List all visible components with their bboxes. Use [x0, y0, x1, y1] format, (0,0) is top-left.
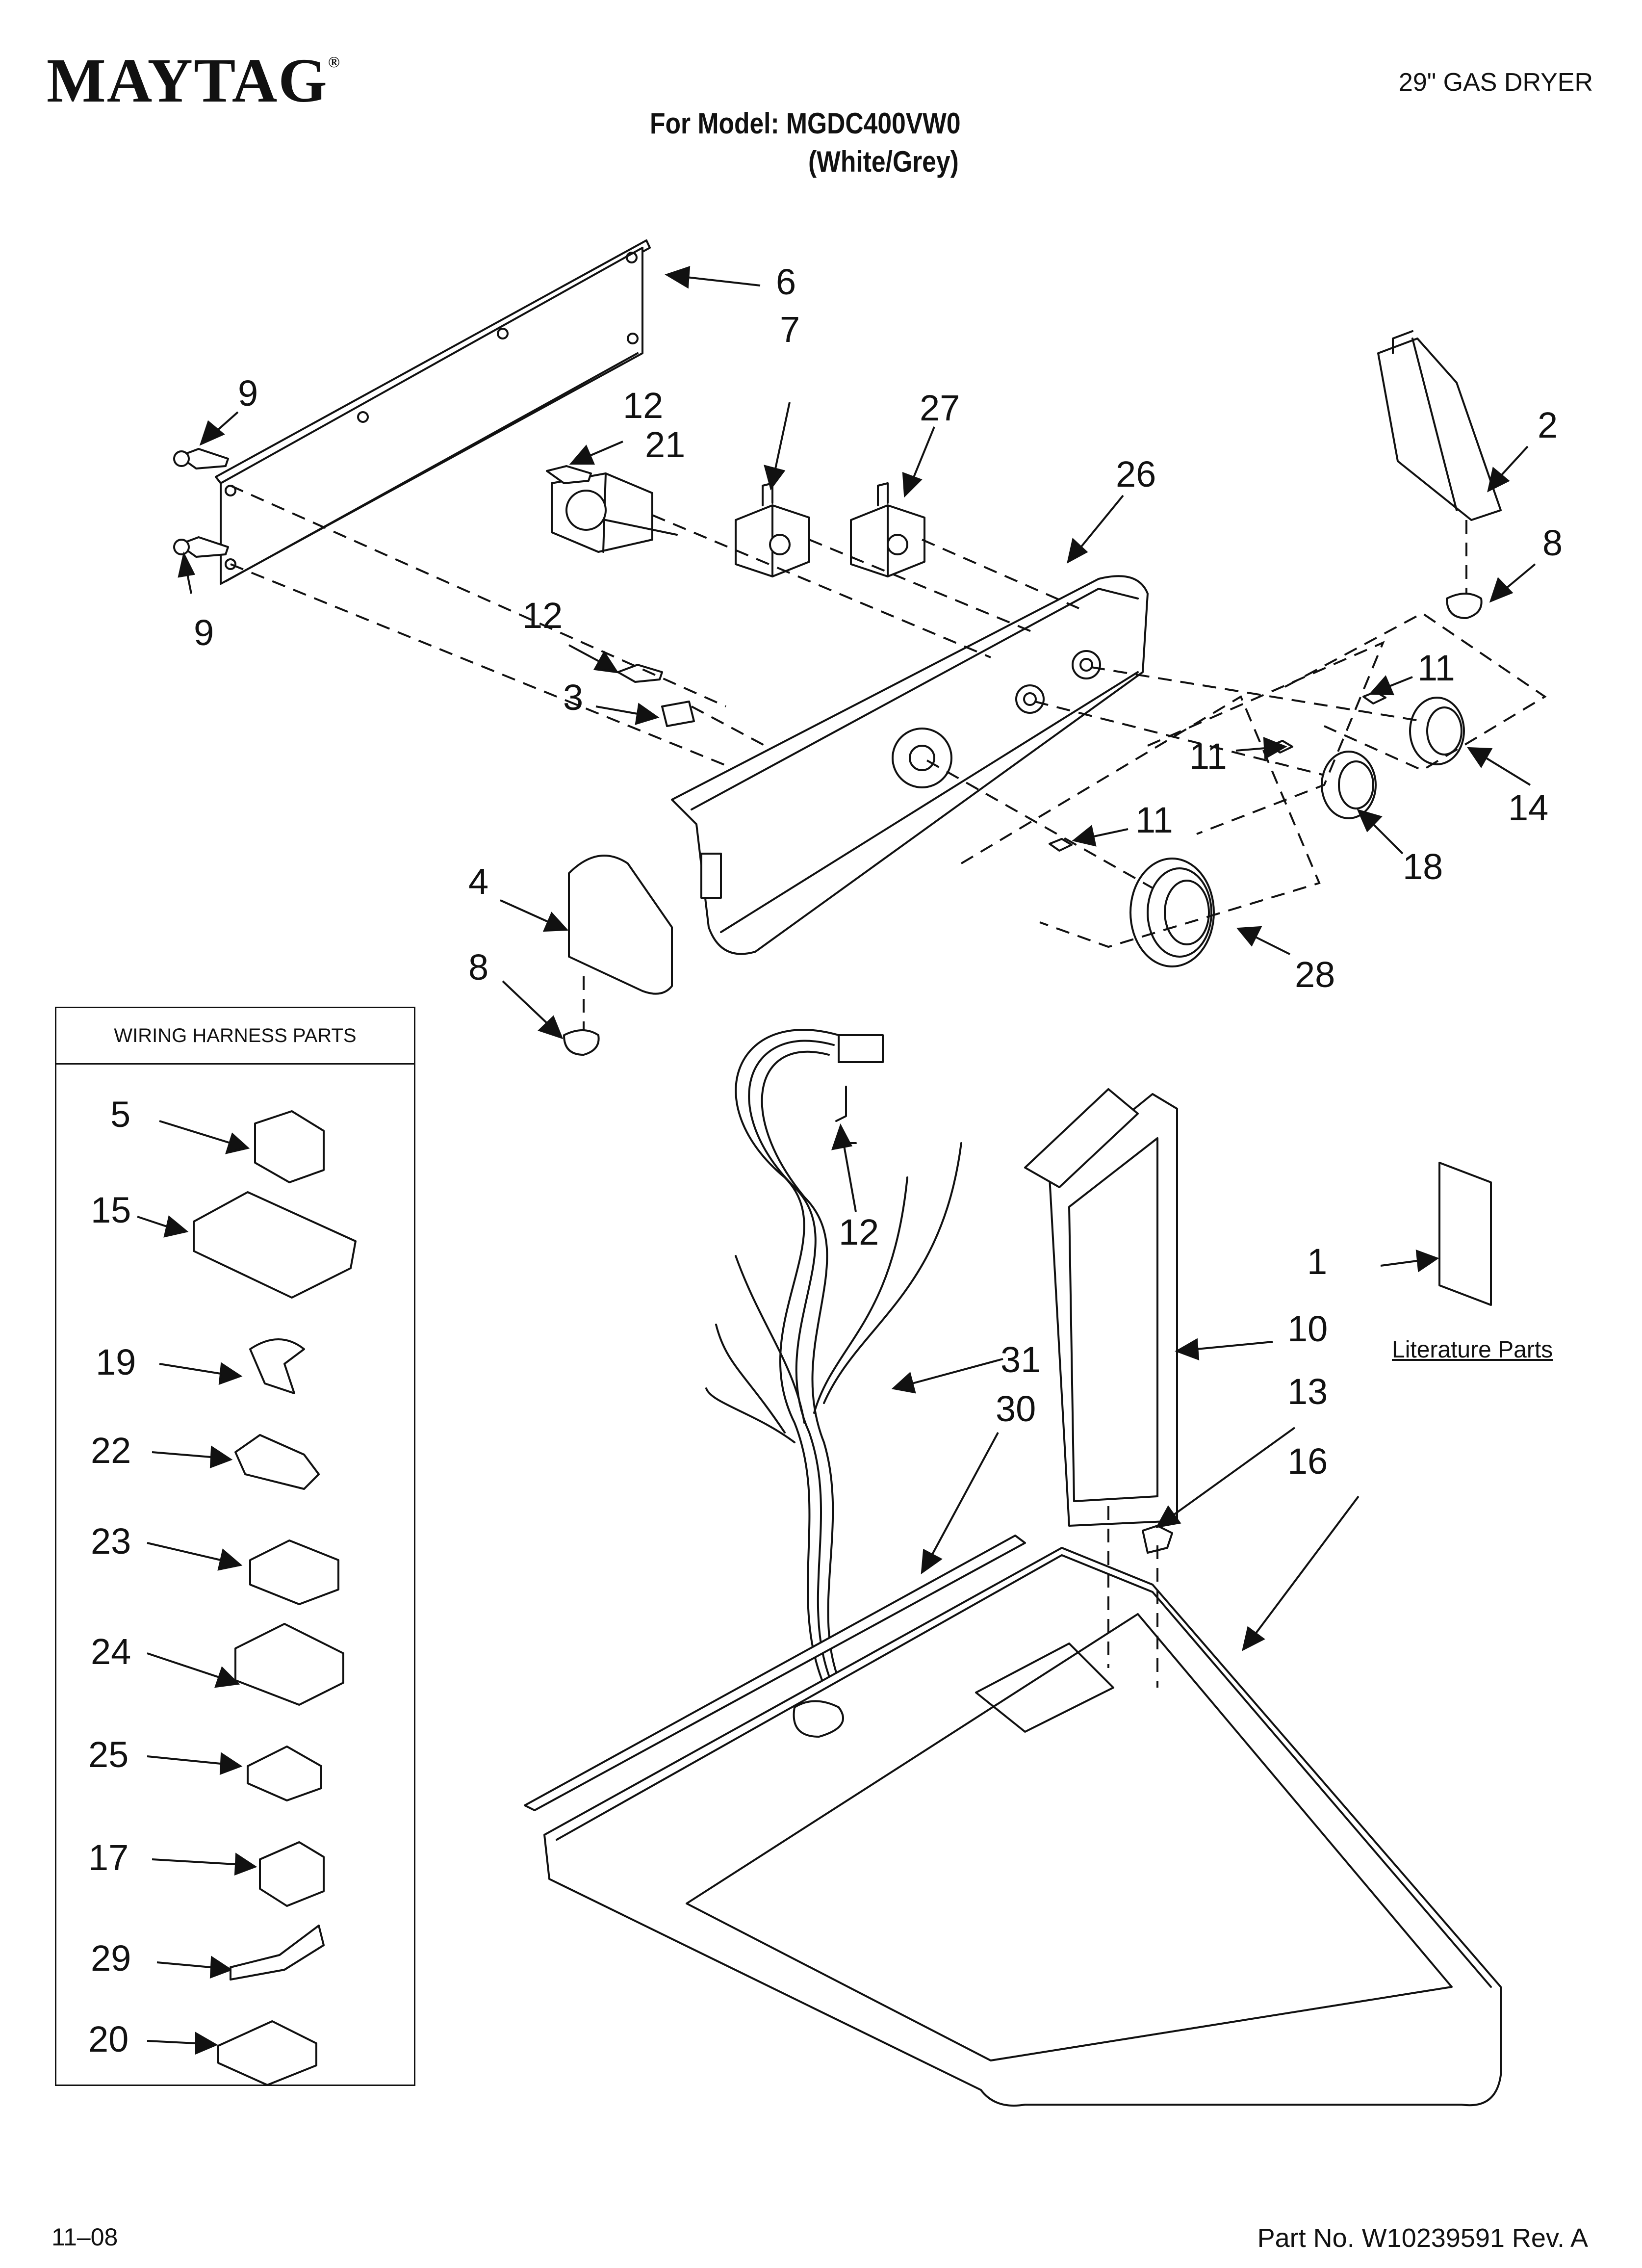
date-code: 11–08	[51, 2223, 118, 2251]
callout-26: 26	[1116, 454, 1156, 495]
callout-1: 1	[1307, 1241, 1328, 1282]
callout-9-bottom: 9	[194, 612, 214, 653]
product-type: 29" GAS DRYER	[1398, 68, 1593, 97]
callout-15: 15	[91, 1190, 131, 1230]
switch-part-27	[850, 482, 925, 577]
literature-part-1	[1438, 1162, 1492, 1306]
callout-3: 3	[563, 677, 584, 718]
callout-16: 16	[1287, 1441, 1328, 1482]
callout-12-bottom: 12	[839, 1212, 879, 1252]
callout-17: 17	[88, 1837, 129, 1878]
screw-part-9a	[173, 448, 229, 469]
callout-18: 18	[1403, 846, 1443, 887]
callout-8-left: 8	[468, 947, 489, 988]
callout-13: 13	[1287, 1371, 1328, 1412]
switch-part-7	[735, 482, 810, 577]
model-line: For Model: MGDC400VW0	[650, 107, 961, 140]
callout-28: 28	[1295, 954, 1335, 995]
top-panel-part-16	[543, 1547, 1502, 2107]
wiring-harness-part-31	[705, 1029, 962, 1723]
connector-part-5	[254, 1110, 325, 1183]
knob-part-28	[1129, 858, 1215, 967]
connector-part-23	[249, 1539, 339, 1605]
wiring-harness-title: WIRING HARNESS PARTS	[55, 1007, 415, 1065]
callout-6: 6	[776, 261, 796, 302]
clip-part-8a	[1446, 593, 1483, 619]
callout-30: 30	[996, 1388, 1036, 1429]
callout-29: 29	[91, 1938, 131, 1979]
callout-20: 20	[88, 2019, 129, 2059]
brand-logo: MAYTAG®	[47, 49, 341, 112]
wiring-harness-box	[55, 1007, 415, 2086]
callout-12-mid: 12	[522, 595, 563, 636]
screw-part-9b	[173, 536, 229, 558]
callout-24: 24	[91, 1631, 131, 1672]
callout-14: 14	[1508, 787, 1549, 828]
callout-12-top: 12	[623, 385, 664, 426]
callout-4: 4	[468, 861, 489, 902]
callout-5: 5	[110, 1094, 131, 1135]
screw-part-12b	[617, 664, 663, 683]
knob-part-18	[1321, 751, 1377, 819]
callout-7: 7	[780, 309, 800, 350]
callout-31: 31	[1001, 1339, 1041, 1380]
callout-9-top: 9	[238, 373, 258, 414]
connector-part-15	[193, 1191, 357, 1299]
callout-21: 21	[645, 424, 686, 465]
connector-part-19	[249, 1338, 305, 1394]
lint-screen-part-10	[1024, 1088, 1178, 1527]
color-line: (White/Grey)	[808, 145, 959, 178]
terminal-part-29	[230, 1925, 325, 1981]
callout-19: 19	[96, 1342, 136, 1382]
callout-10: 10	[1287, 1308, 1328, 1349]
callout-11-b: 11	[1189, 736, 1227, 777]
control-console-part-26	[671, 575, 1149, 955]
registered-mark: ®	[328, 53, 341, 71]
callout-2: 2	[1538, 405, 1558, 445]
knob-part-14	[1409, 697, 1465, 765]
end-cap-part-2	[1377, 330, 1502, 521]
brand-name: MAYTAG	[47, 46, 328, 115]
callout-11-a: 11	[1417, 648, 1455, 688]
screw-part-13	[1142, 1525, 1173, 1554]
connector-part-25	[247, 1746, 322, 1801]
part-number: Part No. W10239591 Rev. A	[1257, 2223, 1588, 2253]
connector-part-20	[217, 2020, 317, 2086]
clip-part-8b	[563, 1029, 600, 1056]
callout-22: 22	[91, 1430, 131, 1471]
connector-part-17	[259, 1841, 325, 1907]
literature-parts-label: Literature Parts	[1392, 1337, 1553, 1363]
bracket-part-3	[661, 701, 695, 727]
callout-23: 23	[91, 1521, 131, 1562]
callout-8-right: 8	[1542, 522, 1563, 563]
connector-part-22	[234, 1434, 320, 1490]
callout-11-c: 11	[1135, 800, 1173, 840]
connector-part-24	[234, 1623, 344, 1706]
callout-27: 27	[920, 388, 960, 428]
callout-25: 25	[88, 1734, 129, 1775]
end-cap-part-4	[568, 855, 673, 995]
strip-part-30	[524, 1535, 1026, 1811]
clip-part-11c	[1049, 838, 1073, 852]
switch-part-21	[546, 465, 678, 553]
